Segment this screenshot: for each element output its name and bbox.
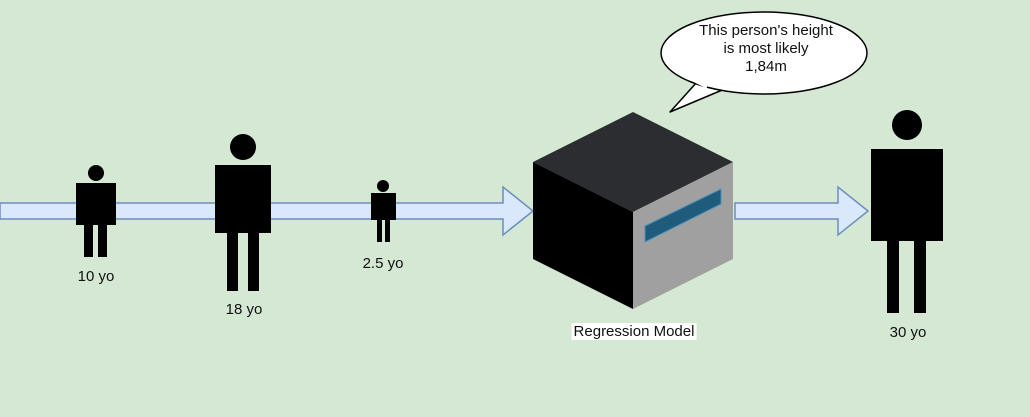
bubble-text: This person's height is most likely 1,84…	[676, 22, 856, 76]
person-icon	[215, 134, 271, 291]
person-icon	[76, 165, 116, 257]
bubble-line: is most likely	[723, 40, 809, 57]
person-icon	[871, 110, 943, 313]
input-label-2-5yo: 2.5 yo	[362, 255, 404, 272]
input-label-18yo: 18 yo	[225, 301, 263, 318]
input-label-10yo: 10 yo	[77, 268, 115, 285]
model-label: Regression Model	[571, 323, 697, 340]
speech-bubble	[660, 11, 868, 113]
person-icon	[371, 180, 396, 242]
cube-icon	[533, 112, 733, 309]
bubble-line: This person's height	[699, 22, 833, 39]
output-label-30yo: 30 yo	[889, 324, 927, 341]
model-screen	[644, 188, 722, 243]
bubble-line: 1,84m	[745, 58, 787, 75]
output-arrow	[734, 185, 870, 237]
